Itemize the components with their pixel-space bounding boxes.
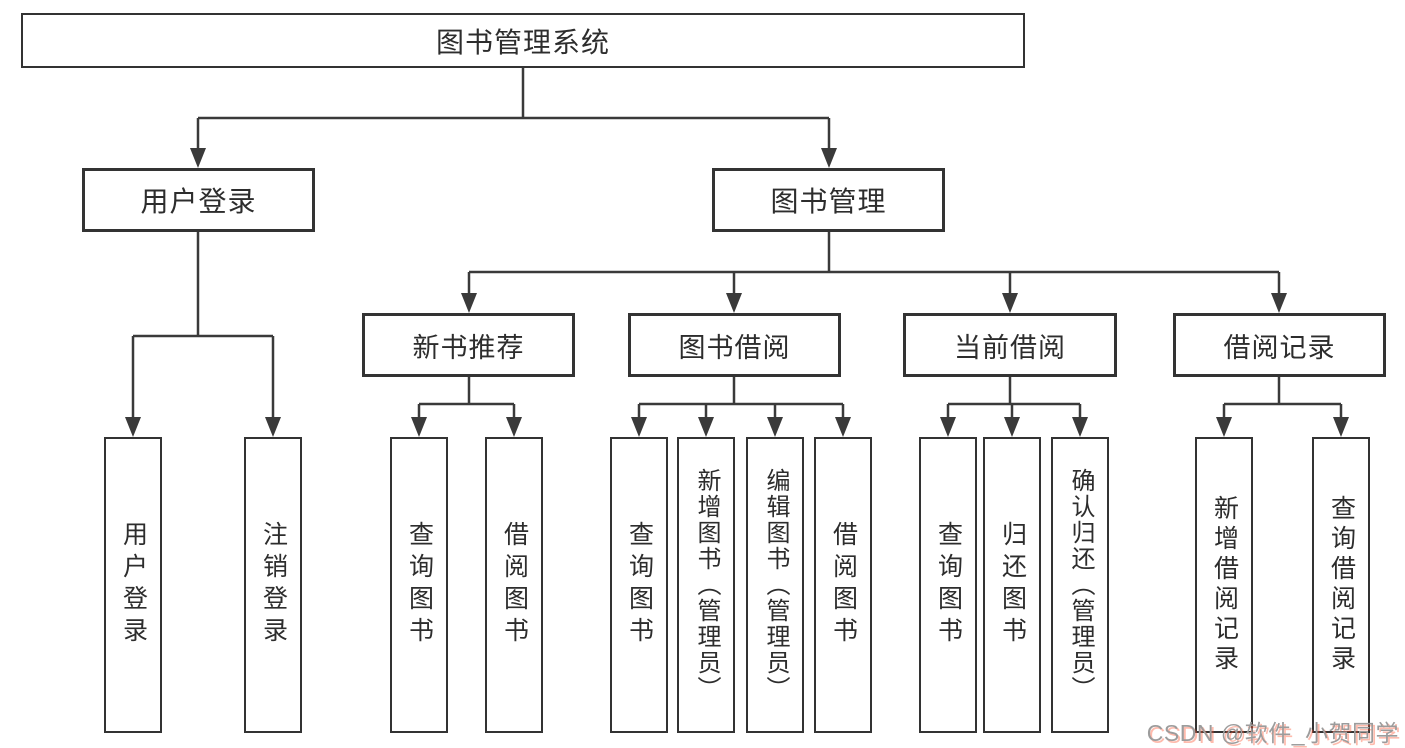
node-book-borrow: 图书借阅 [628,313,841,377]
node-newbookrec-borrow-book: 借阅图书 [485,437,543,733]
node-bookborrow-edit-book: 编辑图书（管理员） [746,437,804,733]
node-current-borrow: 当前借阅 [903,313,1117,377]
node-newbookrec-query-book: 查询图书 [390,437,448,733]
node-currentborrow-return-book: 归还图书 [983,437,1041,733]
node-borrowrecord-query-record: 查询借阅记录 [1312,437,1370,733]
node-currentborrow-confirm-return: 确认归还（管理员） [1051,437,1109,733]
node-newbookrec-borrow-book-label: 借阅图书 [500,521,529,649]
node-bookborrow-add-book-label: 新增图书（管理员） [693,468,720,702]
node-book-management-label: 图书管理 [770,186,887,217]
node-bookborrow-edit-book-label: 编辑图书（管理员） [762,468,789,702]
node-book-management: 图书管理 [712,168,945,232]
node-user-login: 用户登录 [82,168,315,232]
edge-bookborrow-to-children [637,377,845,419]
node-logout-leaf: 注销登录 [244,437,302,733]
node-book-borrow-label: 图书借阅 [678,332,791,363]
node-new-book-recommend-label: 新书推荐 [412,332,525,363]
node-user-login-label: 用户登录 [140,186,257,217]
node-root: 图书管理系统 [21,13,1025,68]
node-bookborrow-query-book: 查询图书 [610,437,668,733]
node-currentborrow-query-book: 查询图书 [919,437,977,733]
node-borrowrecord-add-record-label: 新增借阅记录 [1210,495,1239,675]
node-borrowrecord-query-record-label: 查询借阅记录 [1327,495,1356,675]
node-currentborrow-return-book-label: 归还图书 [998,521,1027,649]
edge-userlogin-to-children [131,232,275,419]
node-user-login-leaf-label: 用户登录 [119,521,148,649]
edge-currentborrow-to-children [946,377,1082,419]
node-borrow-record-label: 借阅记录 [1223,332,1336,363]
csdn-watermark: CSDN @软件_小贺同学 [1146,720,1399,746]
node-current-borrow-label: 当前借阅 [954,332,1066,363]
node-new-book-recommend: 新书推荐 [362,313,575,377]
edge-borrowrecord-to-children [1222,377,1343,419]
node-currentborrow-query-book-label: 查询图书 [934,521,963,649]
arrowheads [125,148,1349,437]
edge-bookmgmt-to-level3 [467,232,1281,295]
node-bookborrow-add-book: 新增图书（管理员） [677,437,735,733]
node-bookborrow-query-book-label: 查询图书 [625,521,654,649]
node-newbookrec-query-book-label: 查询图书 [405,521,434,649]
edge-newbookrec-to-children [417,377,516,419]
node-logout-leaf-label: 注销登录 [259,521,288,649]
node-user-login-leaf: 用户登录 [104,437,162,733]
node-borrow-record: 借阅记录 [1173,313,1386,377]
node-root-label: 图书管理系统 [435,26,610,58]
edge-root-to-level2 [196,68,831,150]
node-bookborrow-borrow-book: 借阅图书 [814,437,872,733]
node-bookborrow-borrow-book-label: 借阅图书 [829,521,858,649]
node-currentborrow-confirm-return-label: 确认归还（管理员） [1067,468,1094,702]
node-borrowrecord-add-record: 新增借阅记录 [1195,437,1253,733]
